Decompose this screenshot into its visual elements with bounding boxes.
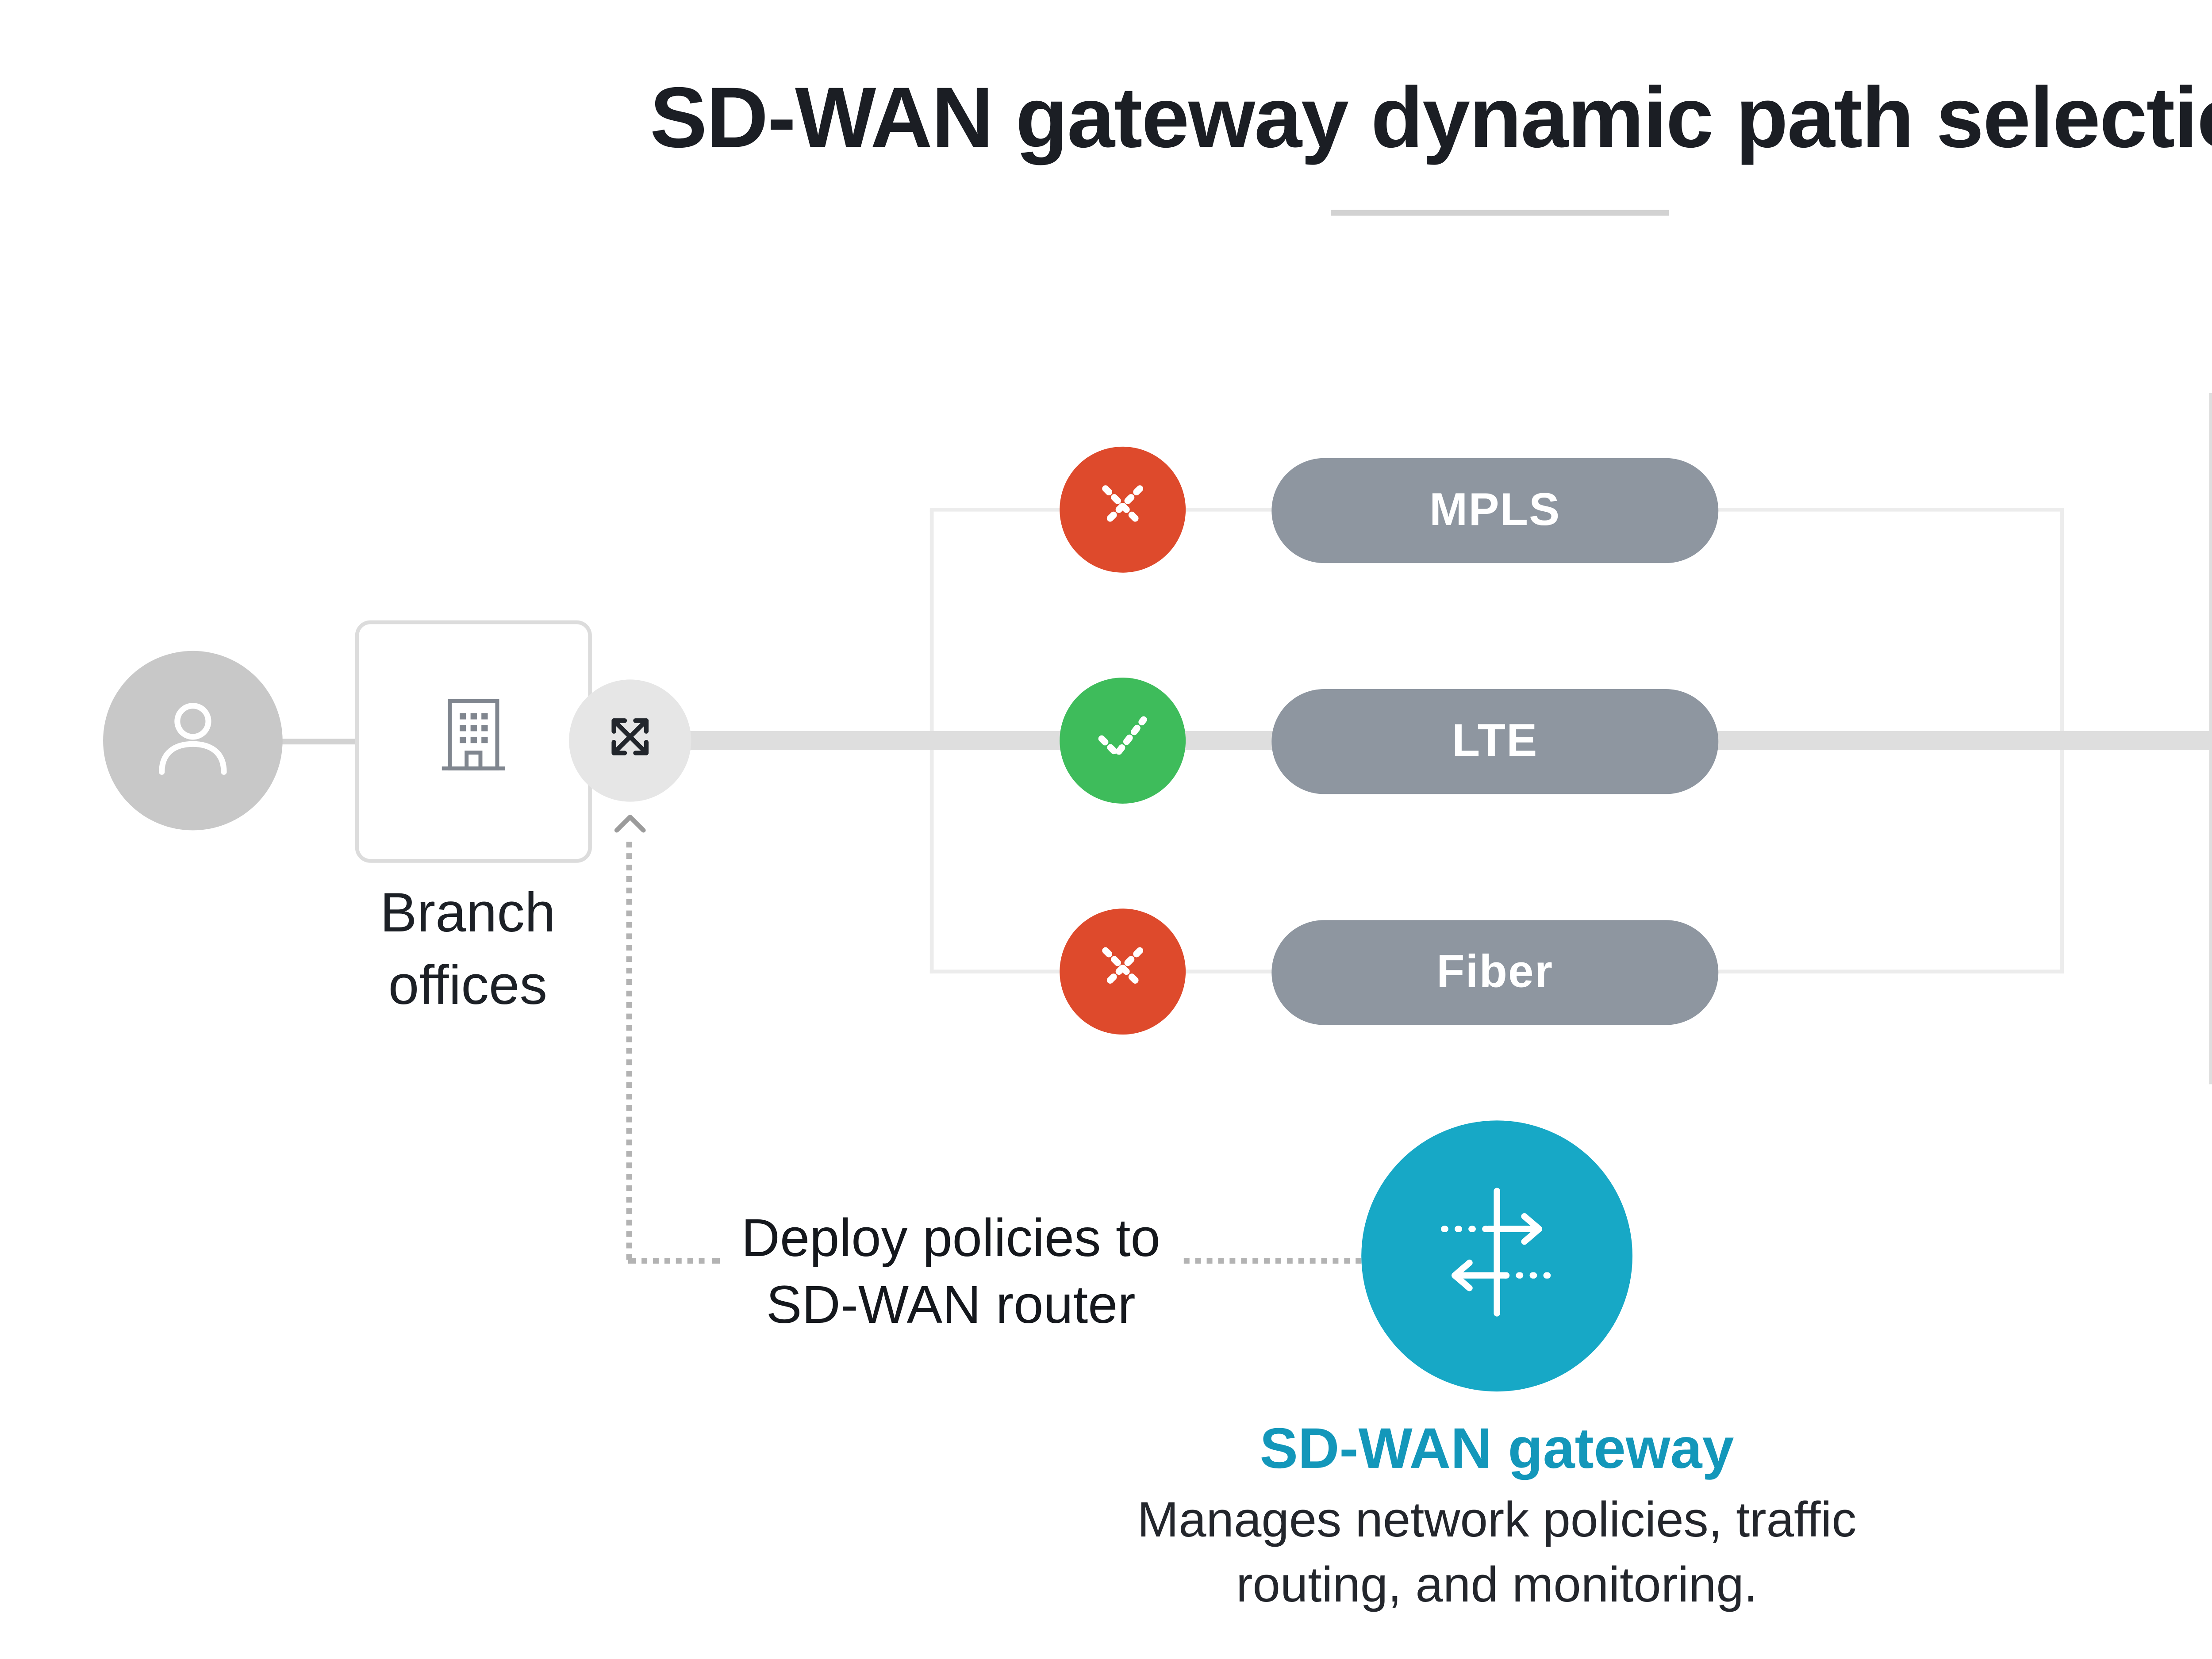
building-icon xyxy=(418,682,529,802)
arrow-up-icon xyxy=(611,809,649,846)
control-line-left xyxy=(628,1258,720,1264)
path-frame-line-fiber-right xyxy=(1716,969,2064,974)
user-branch-connector xyxy=(279,739,359,745)
data-flow-stub-apps xyxy=(2209,1065,2212,1084)
page-title: SD-WAN gateway dynamic path selection xyxy=(650,69,2212,166)
branch-router-node xyxy=(569,679,691,802)
status-blocked-fiber xyxy=(1060,908,1186,1035)
gateway-routing-icon xyxy=(1417,1171,1577,1341)
user-avatar xyxy=(103,651,283,831)
person-icon xyxy=(143,686,242,795)
router-icon xyxy=(592,697,668,783)
data-flow-stub-cloud xyxy=(2209,393,2212,413)
x-icon xyxy=(1077,459,1168,560)
sdwan-gateway-description: Manages network policies, traffic routin… xyxy=(1137,1490,1857,1613)
title-underline xyxy=(1331,210,1669,216)
sdwan-gateway-node xyxy=(1361,1120,1633,1392)
path-frame-line-mpls-right xyxy=(1716,508,2064,512)
status-blocked-mpls xyxy=(1060,446,1186,573)
status-selected-lte xyxy=(1060,678,1186,804)
branch-offices-label: Branch offices xyxy=(380,884,556,1017)
path-pill-lte: LTE xyxy=(1271,689,1719,794)
check-icon xyxy=(1077,690,1168,791)
path-pill-fiber: Fiber xyxy=(1271,920,1719,1025)
control-line-gateway xyxy=(1183,1258,1362,1264)
control-line-vertical xyxy=(626,842,632,1260)
data-flow-vertical-bar xyxy=(2209,393,2212,1084)
branch-offices-node xyxy=(355,620,592,863)
path-pill-mpls: MPLS xyxy=(1271,458,1719,563)
x-icon xyxy=(1077,921,1168,1022)
sdwan-gateway-label: SD-WAN gateway xyxy=(1260,1418,1734,1482)
deploy-policies-annotation: Deploy policies to SD-WAN router xyxy=(741,1208,1160,1334)
